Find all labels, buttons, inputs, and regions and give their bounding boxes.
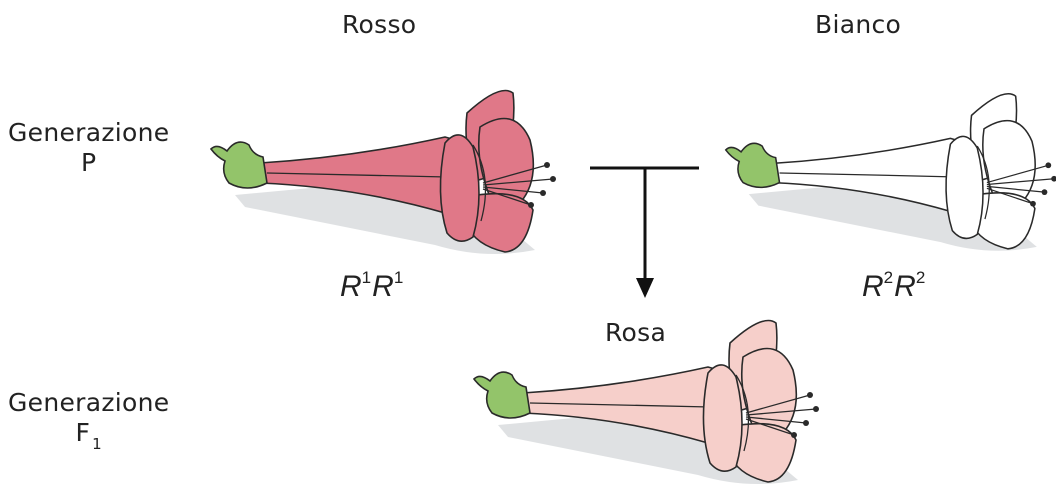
flower-red-petal-front [440, 135, 479, 241]
flower-white-calyx [726, 143, 780, 187]
flower-red-calyx [211, 142, 267, 188]
flower-pink [468, 315, 818, 490]
flower-red [205, 85, 555, 260]
flower-pink-calyx [474, 372, 530, 418]
flower-white-petal-front [946, 136, 983, 238]
flower-pink-petal-front [703, 365, 742, 471]
flower-white [720, 85, 1056, 260]
arrow-head [636, 278, 654, 298]
